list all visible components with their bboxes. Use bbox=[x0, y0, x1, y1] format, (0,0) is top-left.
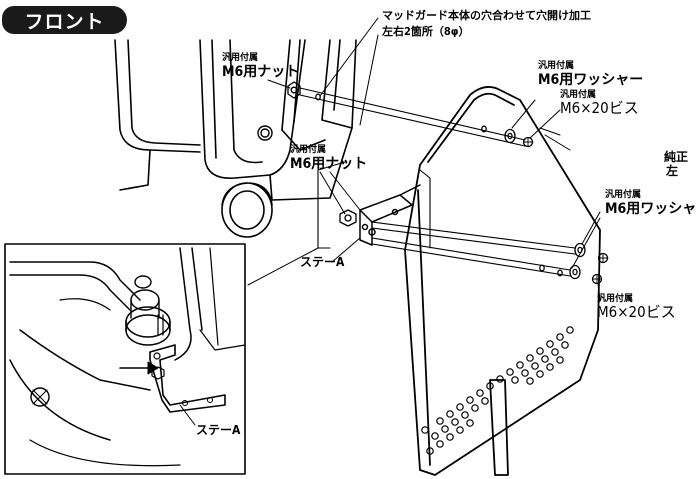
lower-screw-prefix: 汎用付属 bbox=[597, 294, 634, 304]
upper-nut-prefix: 汎用付属 bbox=[222, 53, 259, 63]
front-badge: フロント bbox=[2, 6, 127, 34]
upper-screw-label: M6×20ビス bbox=[560, 99, 639, 117]
upper-nut-label: M6用ナット bbox=[222, 64, 300, 80]
leader-lines bbox=[247, 17, 601, 301]
lower-screw-label: M6×20ビス bbox=[597, 303, 676, 321]
cut-text-1: 純正 bbox=[664, 150, 689, 164]
inset-box bbox=[4, 243, 246, 475]
cut-text-2: 左 bbox=[666, 164, 679, 178]
lower-nut-label: M6用ナット bbox=[290, 156, 368, 172]
lower-fasteners bbox=[539, 242, 609, 285]
frame-body bbox=[114, 39, 357, 201]
lower-washer-prefix: 汎用付属 bbox=[605, 190, 642, 200]
inset-stay-a-label: ステーA bbox=[196, 423, 241, 437]
lower-nut-prefix: 汎用付属 bbox=[290, 145, 327, 155]
drill-note-line1: マッドガード本体の穴合わせて穴開け加工 bbox=[382, 9, 591, 22]
mudguard-holes bbox=[421, 326, 574, 455]
drill-note-line2: 左右2箇所（8φ） bbox=[382, 25, 470, 38]
upper-screw-prefix: 汎用付属 bbox=[560, 90, 597, 100]
upper-washer-prefix: 汎用付属 bbox=[538, 61, 575, 71]
lower-washer-label: M6用ワッシャ bbox=[605, 201, 696, 217]
roller bbox=[221, 182, 273, 238]
installation-diagram bbox=[4, 17, 609, 476]
lower-rods bbox=[371, 221, 576, 277]
upper-rod bbox=[299, 87, 526, 147]
mudguard bbox=[404, 86, 601, 476]
frame-bolt bbox=[257, 125, 273, 141]
stay-a-label: ステーA bbox=[300, 255, 345, 269]
stay-a-bracket bbox=[359, 184, 421, 246]
bracket-nut bbox=[339, 209, 357, 227]
upper-washer-label: M6用ワッシャー bbox=[538, 72, 644, 88]
